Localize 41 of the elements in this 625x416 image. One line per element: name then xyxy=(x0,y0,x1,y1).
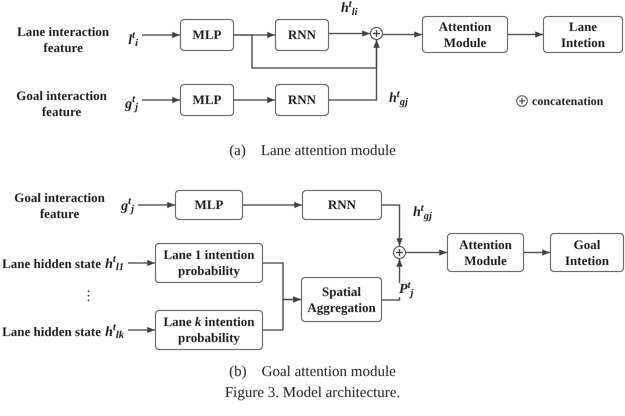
arrow xyxy=(329,40,380,101)
arrow xyxy=(329,30,370,37)
process-box: RNN xyxy=(275,19,329,51)
arrow xyxy=(142,96,180,104)
process-box: Spatial Aggregation xyxy=(301,277,382,322)
concatenation-node xyxy=(370,27,383,40)
subfigure-caption: (a) Lane attention module xyxy=(229,142,396,161)
arrow xyxy=(142,32,180,38)
process-box: MLP xyxy=(180,84,234,116)
process-box: Lane 1 intention probability xyxy=(155,243,263,283)
input-label: Goal interaction feature xyxy=(13,190,106,222)
arrow xyxy=(243,202,302,208)
arrow xyxy=(383,31,422,38)
arrow xyxy=(524,249,550,256)
process-box: RNN xyxy=(275,84,329,116)
arrow xyxy=(382,204,403,246)
arrow xyxy=(406,249,447,256)
process-box: MLP xyxy=(175,190,243,220)
ellipsis: ⋮ xyxy=(82,289,95,302)
process-box: Goal Intetion xyxy=(550,233,624,272)
input-label: Lane hidden state xyxy=(2,256,102,272)
process-box: Attention Module xyxy=(422,16,508,53)
arrow xyxy=(508,31,543,38)
process-box: MLP xyxy=(180,19,234,51)
process-box: Lane k intention probability xyxy=(155,310,263,350)
process-box: Lane Intetion xyxy=(543,16,623,53)
arrow xyxy=(263,296,301,331)
input-label: Goal interaction feature xyxy=(15,88,108,120)
input-label: Lane hidden state xyxy=(2,324,102,340)
process-box: Attention Module xyxy=(447,233,524,272)
arrow xyxy=(382,259,403,301)
legend-text: concatenation xyxy=(532,93,604,110)
concatenation-node xyxy=(393,246,406,259)
subfigure-caption: (b) Goal attention module xyxy=(229,363,396,382)
arrow xyxy=(128,260,155,266)
arrow xyxy=(234,96,275,104)
arrow xyxy=(128,326,155,334)
process-box: RNN xyxy=(302,190,382,220)
arrow xyxy=(138,202,175,208)
input-label: Lane interaction feature xyxy=(16,24,110,56)
figure-caption: Figure 3. Model architecture. xyxy=(224,384,400,403)
